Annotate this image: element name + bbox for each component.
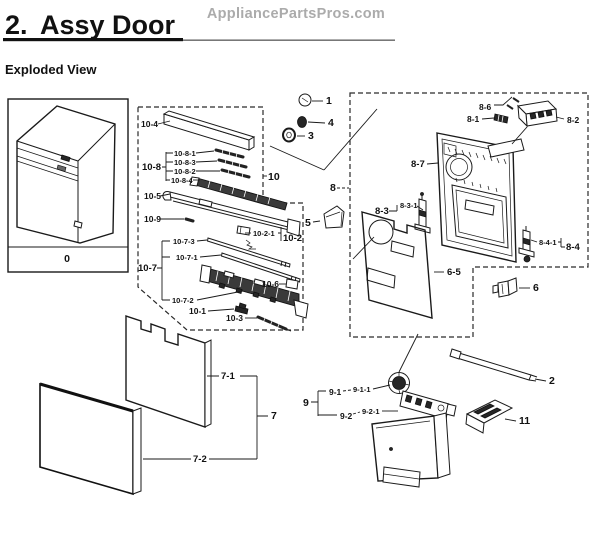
dispenser-group-9: 9 9-1 9-1-1 9-2 9-2-1 [303,333,457,488]
part-label-7-2: 7-2 [193,454,207,465]
part-10-9-screw [184,217,195,223]
part-label-8-1: 8-1 [467,114,480,124]
section-number: 2. [5,10,28,40]
part-label-8-7: 8-7 [411,159,425,170]
part-10-7-strips [206,237,301,283]
part-label-10-8: 10-8 [142,162,161,173]
part-label-9-1: 9-1 [329,387,342,397]
part-8-2-control-box [516,100,558,128]
part-10-4-handle-bar [162,110,256,151]
part-label-10-4: 10-4 [141,119,158,129]
part-label-8-6: 8-6 [479,102,492,112]
part-label-5: 5 [305,217,311,229]
part-10-7-2-latch-rail [199,264,309,319]
part-label-7: 7 [271,410,277,422]
part-5-holder [323,205,345,229]
part-label-10-8-1: 10-8-1 [174,149,196,158]
part-label-10-8-2: 10-8-2 [174,167,196,176]
part-10-3-screw [256,315,292,332]
part-10-6-cap [285,278,299,290]
title-underline-thin [183,39,395,41]
part-label-10-7-1: 10-7-1 [176,253,198,262]
part-label-10: 10 [268,171,280,183]
part-label-7-1: 7-1 [221,371,235,382]
part-label-6: 6 [533,282,539,294]
part-3-washer [282,127,296,143]
part-label-10-8-3: 10-8-3 [174,158,196,167]
part-label-10-6: 10-6 [262,279,279,289]
group-10-box: 10-4 10-8 10-8-1 10-8-3 10-8-2 10-8-4 [137,106,309,332]
part-label-10-9: 10-9 [144,214,161,224]
part-label-11: 11 [519,415,530,427]
part-label-plate [487,138,525,158]
fastener-parts: 1 4 3 [269,93,378,171]
reference-illustration: 0 [7,98,129,273]
part-label-9: 9 [303,397,309,409]
part-label-8-4-1: 8-4-1 [539,238,557,247]
part-label-8-3-1: 8-3-1 [400,201,418,210]
part-label-9-2-1: 9-2-1 [362,407,380,416]
part-label-10-7-3: 10-7-3 [173,237,195,246]
part-label-4: 4 [328,117,334,129]
part-label-0: 0 [64,253,70,265]
part-6-5-sheet [352,211,433,319]
part-label-8-3: 8-3 [375,206,389,217]
part-label-10-2: 10-2 [283,233,302,244]
door-panels-group-7: 7-1 7 7-2 [39,315,277,496]
part-8-3-hinge [414,192,431,234]
part-label-2: 2 [549,375,555,387]
part-10-5-rail [162,191,301,237]
part-6-clip [492,277,518,298]
part-9-1-knob [388,372,410,395]
part-2-rail [449,348,538,382]
part-9-body [371,412,451,488]
part-label-3: 3 [308,130,314,142]
part-7-1-insulation [125,315,212,428]
part-label-10-8-4: 10-8-4 [171,176,194,185]
part-10-8-screws [189,148,288,211]
part-label-9-2: 9-2 [340,411,353,421]
part-label-8-2: 8-2 [567,115,580,125]
page-title: Assy Door [40,10,176,40]
page-header: 2. Assy Door AppliancePartsPros.com Expl… [3,6,395,77]
part-label-1: 1 [326,95,332,107]
watermark: AppliancePartsPros.com [207,6,385,22]
part-label-10-5: 10-5 [144,191,161,201]
group-8-box: 8 8-7 [330,92,589,338]
part-8-7-door-inner [436,132,517,263]
part-label-10-1: 10-1 [189,306,206,316]
part-10-1-clip [234,302,249,315]
part-8-6-screws [506,97,520,110]
part-7-2-outer-panel [39,382,142,496]
exploded-view-label: Exploded View [5,62,97,77]
dishwasher-drawing [16,105,116,244]
part-label-10-3: 10-3 [226,313,243,323]
part-8-4-hinge [518,226,535,263]
part-4-grommet [297,116,307,128]
part-label-10-7-2: 10-7-2 [172,296,194,305]
part-label-9-1-1: 9-1-1 [353,385,371,394]
part-11-bracket [465,399,514,434]
part-9-2-mechanism [399,390,457,420]
part-label-8-4: 8-4 [566,242,580,253]
part-label-6-5: 6-5 [447,267,461,278]
part-label-10-7: 10-7 [138,263,157,274]
title-underline [3,38,183,42]
part-label-10-2-1: 10-2-1 [253,229,275,238]
part-label-8: 8 [330,182,336,194]
part-8-1-button [493,113,509,124]
